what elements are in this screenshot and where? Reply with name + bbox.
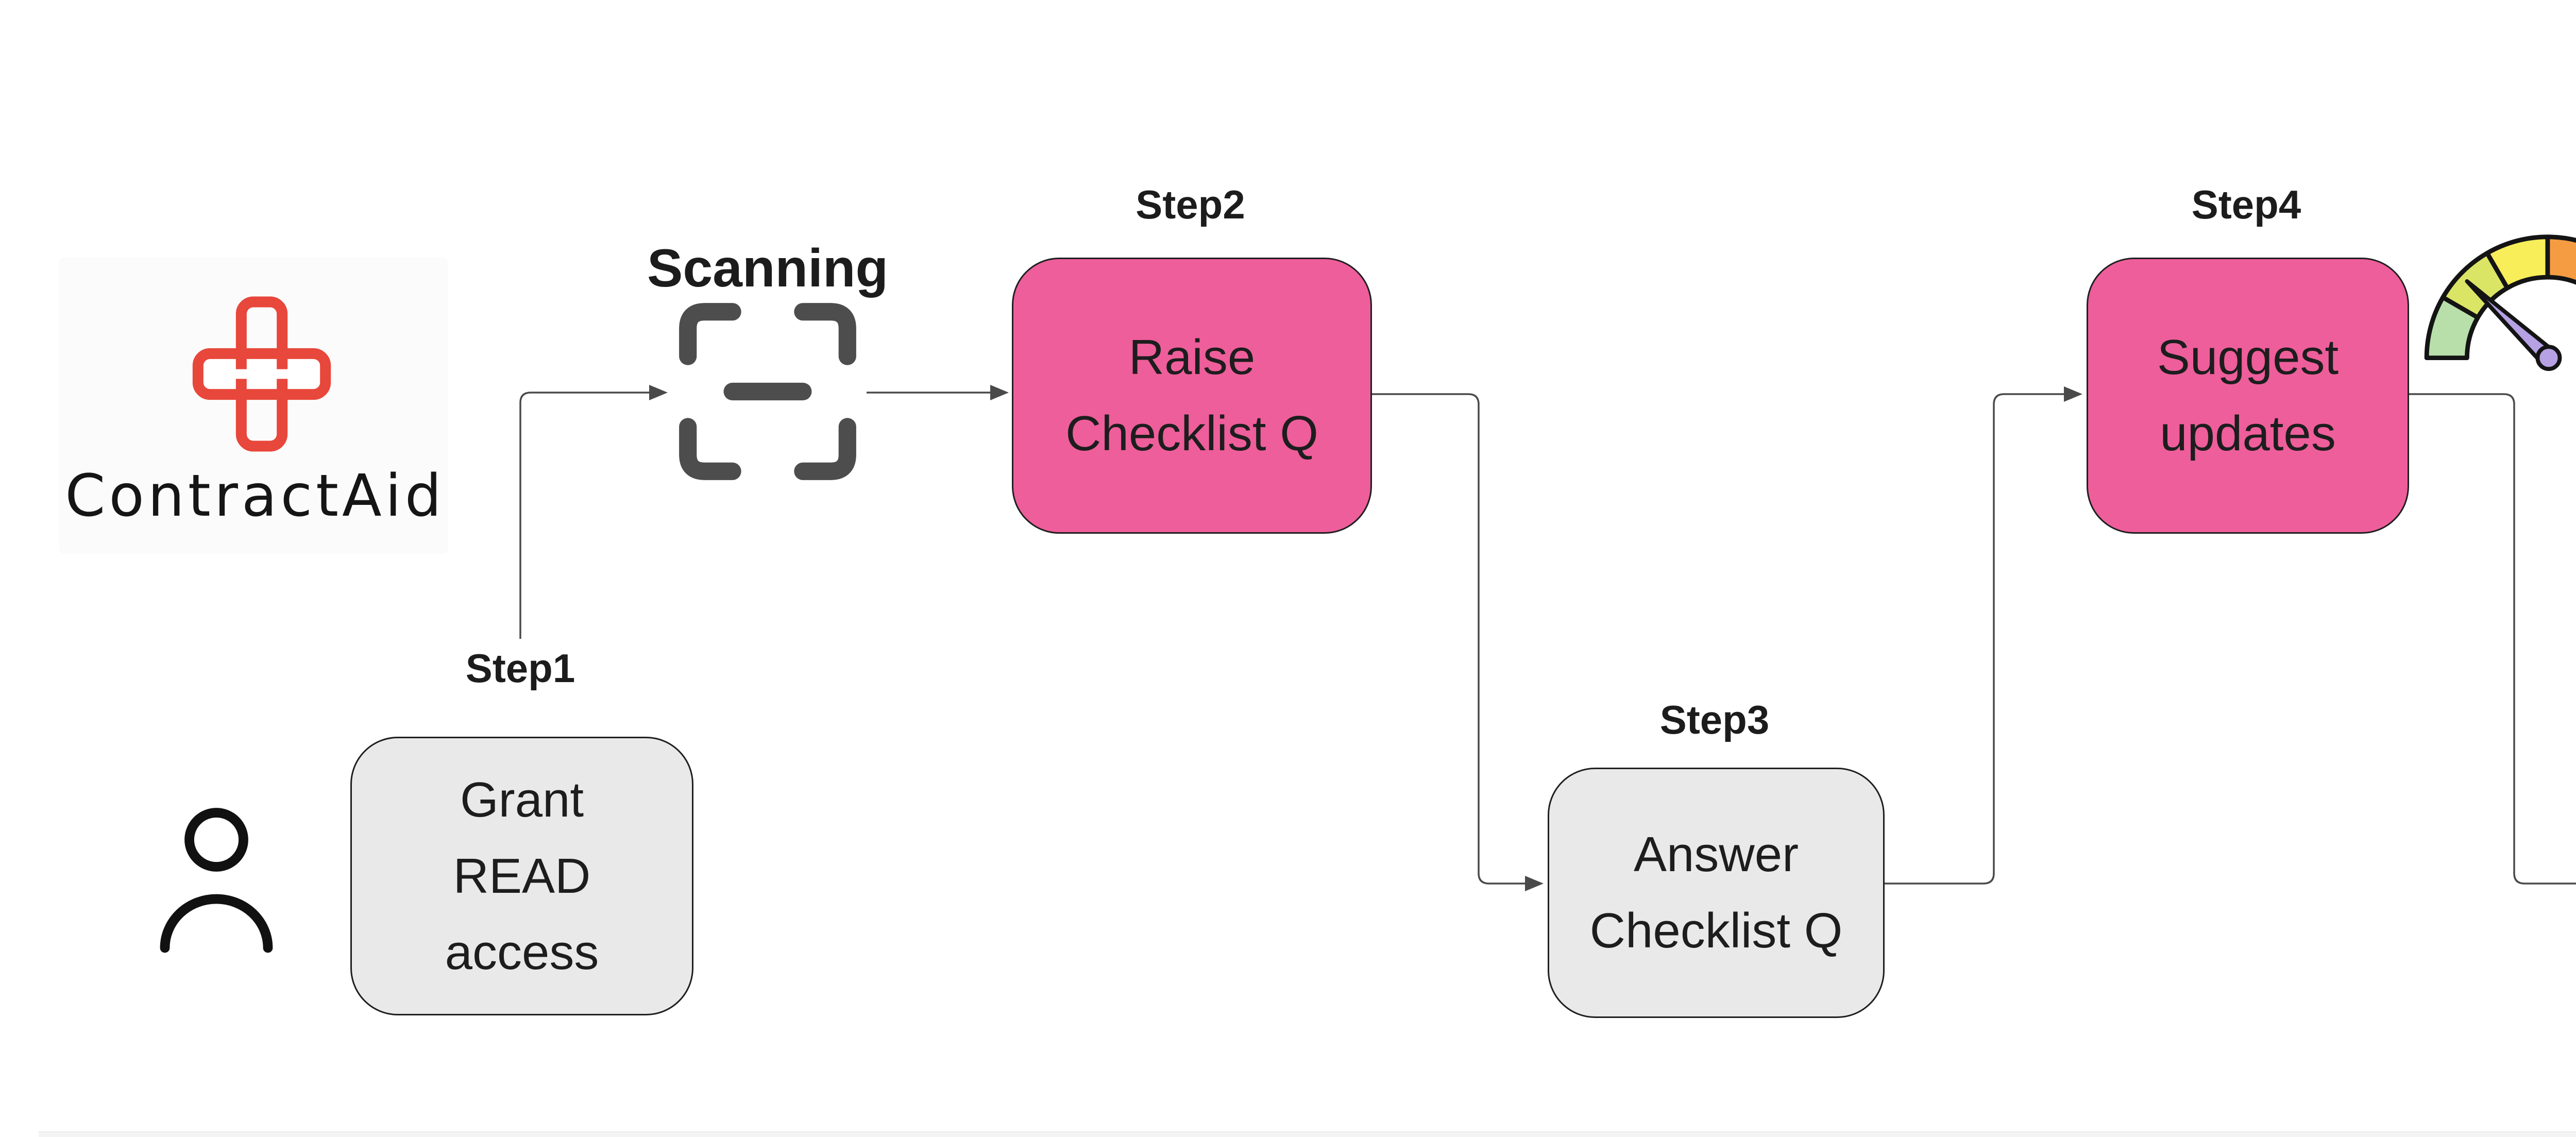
step2-box: Raise Checklist Q bbox=[1012, 258, 1372, 534]
step4-text-line: updates bbox=[2160, 406, 2336, 461]
logo-text: ContractAid bbox=[65, 463, 445, 530]
step2-text-line: Raise bbox=[1128, 330, 1256, 385]
person-icon bbox=[160, 808, 273, 953]
scan-frame-icon bbox=[679, 303, 856, 480]
step2-text-line: Checklist Q bbox=[1065, 406, 1318, 461]
step3-box: Answer Checklist Q bbox=[1548, 768, 1885, 1018]
bottom-divider bbox=[39, 1131, 2576, 1137]
step3-label: Step3 bbox=[1659, 697, 1770, 742]
gauge-icon bbox=[2424, 234, 2576, 371]
step4-box: Suggest updates bbox=[2087, 258, 2409, 534]
step1-label: Step1 bbox=[465, 646, 575, 691]
step4-label: Step4 bbox=[2191, 182, 2301, 227]
step2-label: Step2 bbox=[1136, 182, 1245, 227]
step4-text-line: Suggest bbox=[2157, 330, 2339, 385]
step1-box: Grant READ access bbox=[350, 737, 693, 1015]
step1-text-line: READ bbox=[453, 848, 591, 904]
step3-text-line: Checklist Q bbox=[1589, 903, 1843, 958]
medical-cross-icon bbox=[192, 296, 331, 452]
step1-text-line: Grant bbox=[460, 772, 584, 827]
step1-text-line: access bbox=[445, 924, 599, 980]
step3-text-line: Answer bbox=[1633, 827, 1799, 882]
arrowheads bbox=[649, 385, 2082, 891]
scanning-label: Scanning bbox=[647, 239, 889, 298]
